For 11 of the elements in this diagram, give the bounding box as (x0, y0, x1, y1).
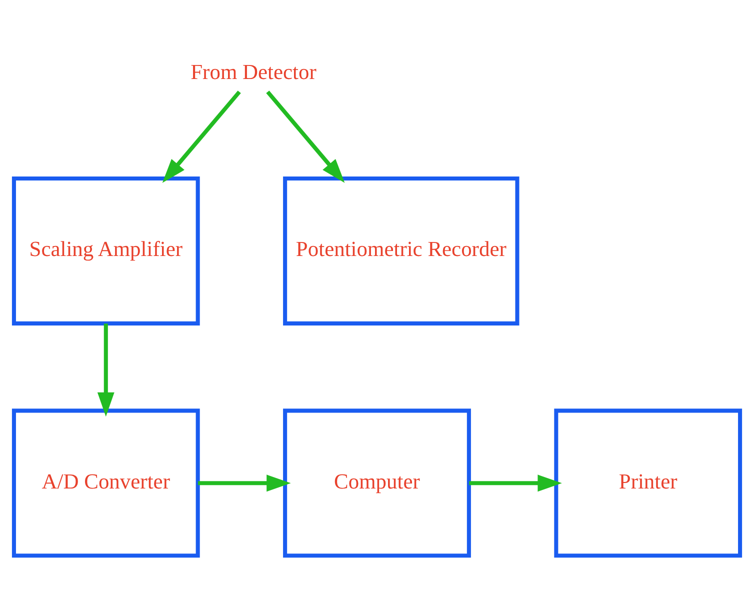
arrow (469, 474, 562, 492)
arrow (97, 324, 114, 417)
arrow (162, 90, 241, 183)
arrow (198, 474, 291, 492)
node-box: Potentiometric Recorder (283, 176, 520, 326)
node-box: Scaling Amplifier (12, 176, 200, 326)
arrow (266, 90, 345, 183)
node-box: Computer (283, 408, 471, 558)
node-box: Printer (554, 408, 742, 558)
node-text: From Detector (190, 60, 316, 84)
node-box: A/D Converter (12, 408, 200, 558)
